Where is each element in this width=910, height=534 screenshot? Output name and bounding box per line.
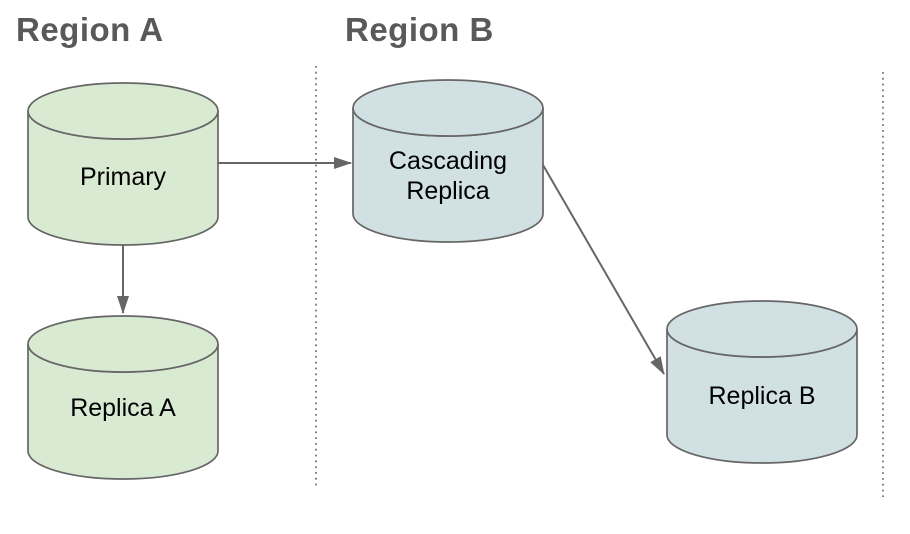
cascading-replica-node-label: Cascading Replica — [388, 147, 508, 205]
region-a-label: Region A — [16, 11, 164, 48]
replica-a-node-label: Replica A — [70, 394, 176, 422]
arrow-cascading-replica-to-replica-b — [542, 164, 665, 375]
cascading-replica-db-cylinder — [352, 79, 544, 243]
primary-cylinder-top — [27, 82, 219, 140]
region-b-label: Region B — [345, 11, 494, 48]
replica-a-db-cylinder — [27, 315, 219, 480]
replica-b-db-cylinder — [666, 300, 858, 464]
replica-a-cylinder-top — [27, 315, 219, 373]
primary-node-label: Primary — [79, 163, 167, 191]
replica-b-cylinder-top — [666, 300, 858, 358]
cascading-replica-cylinder-top — [352, 79, 544, 137]
replica-b-node-label: Replica B — [708, 382, 816, 410]
primary-db-cylinder — [27, 82, 219, 246]
